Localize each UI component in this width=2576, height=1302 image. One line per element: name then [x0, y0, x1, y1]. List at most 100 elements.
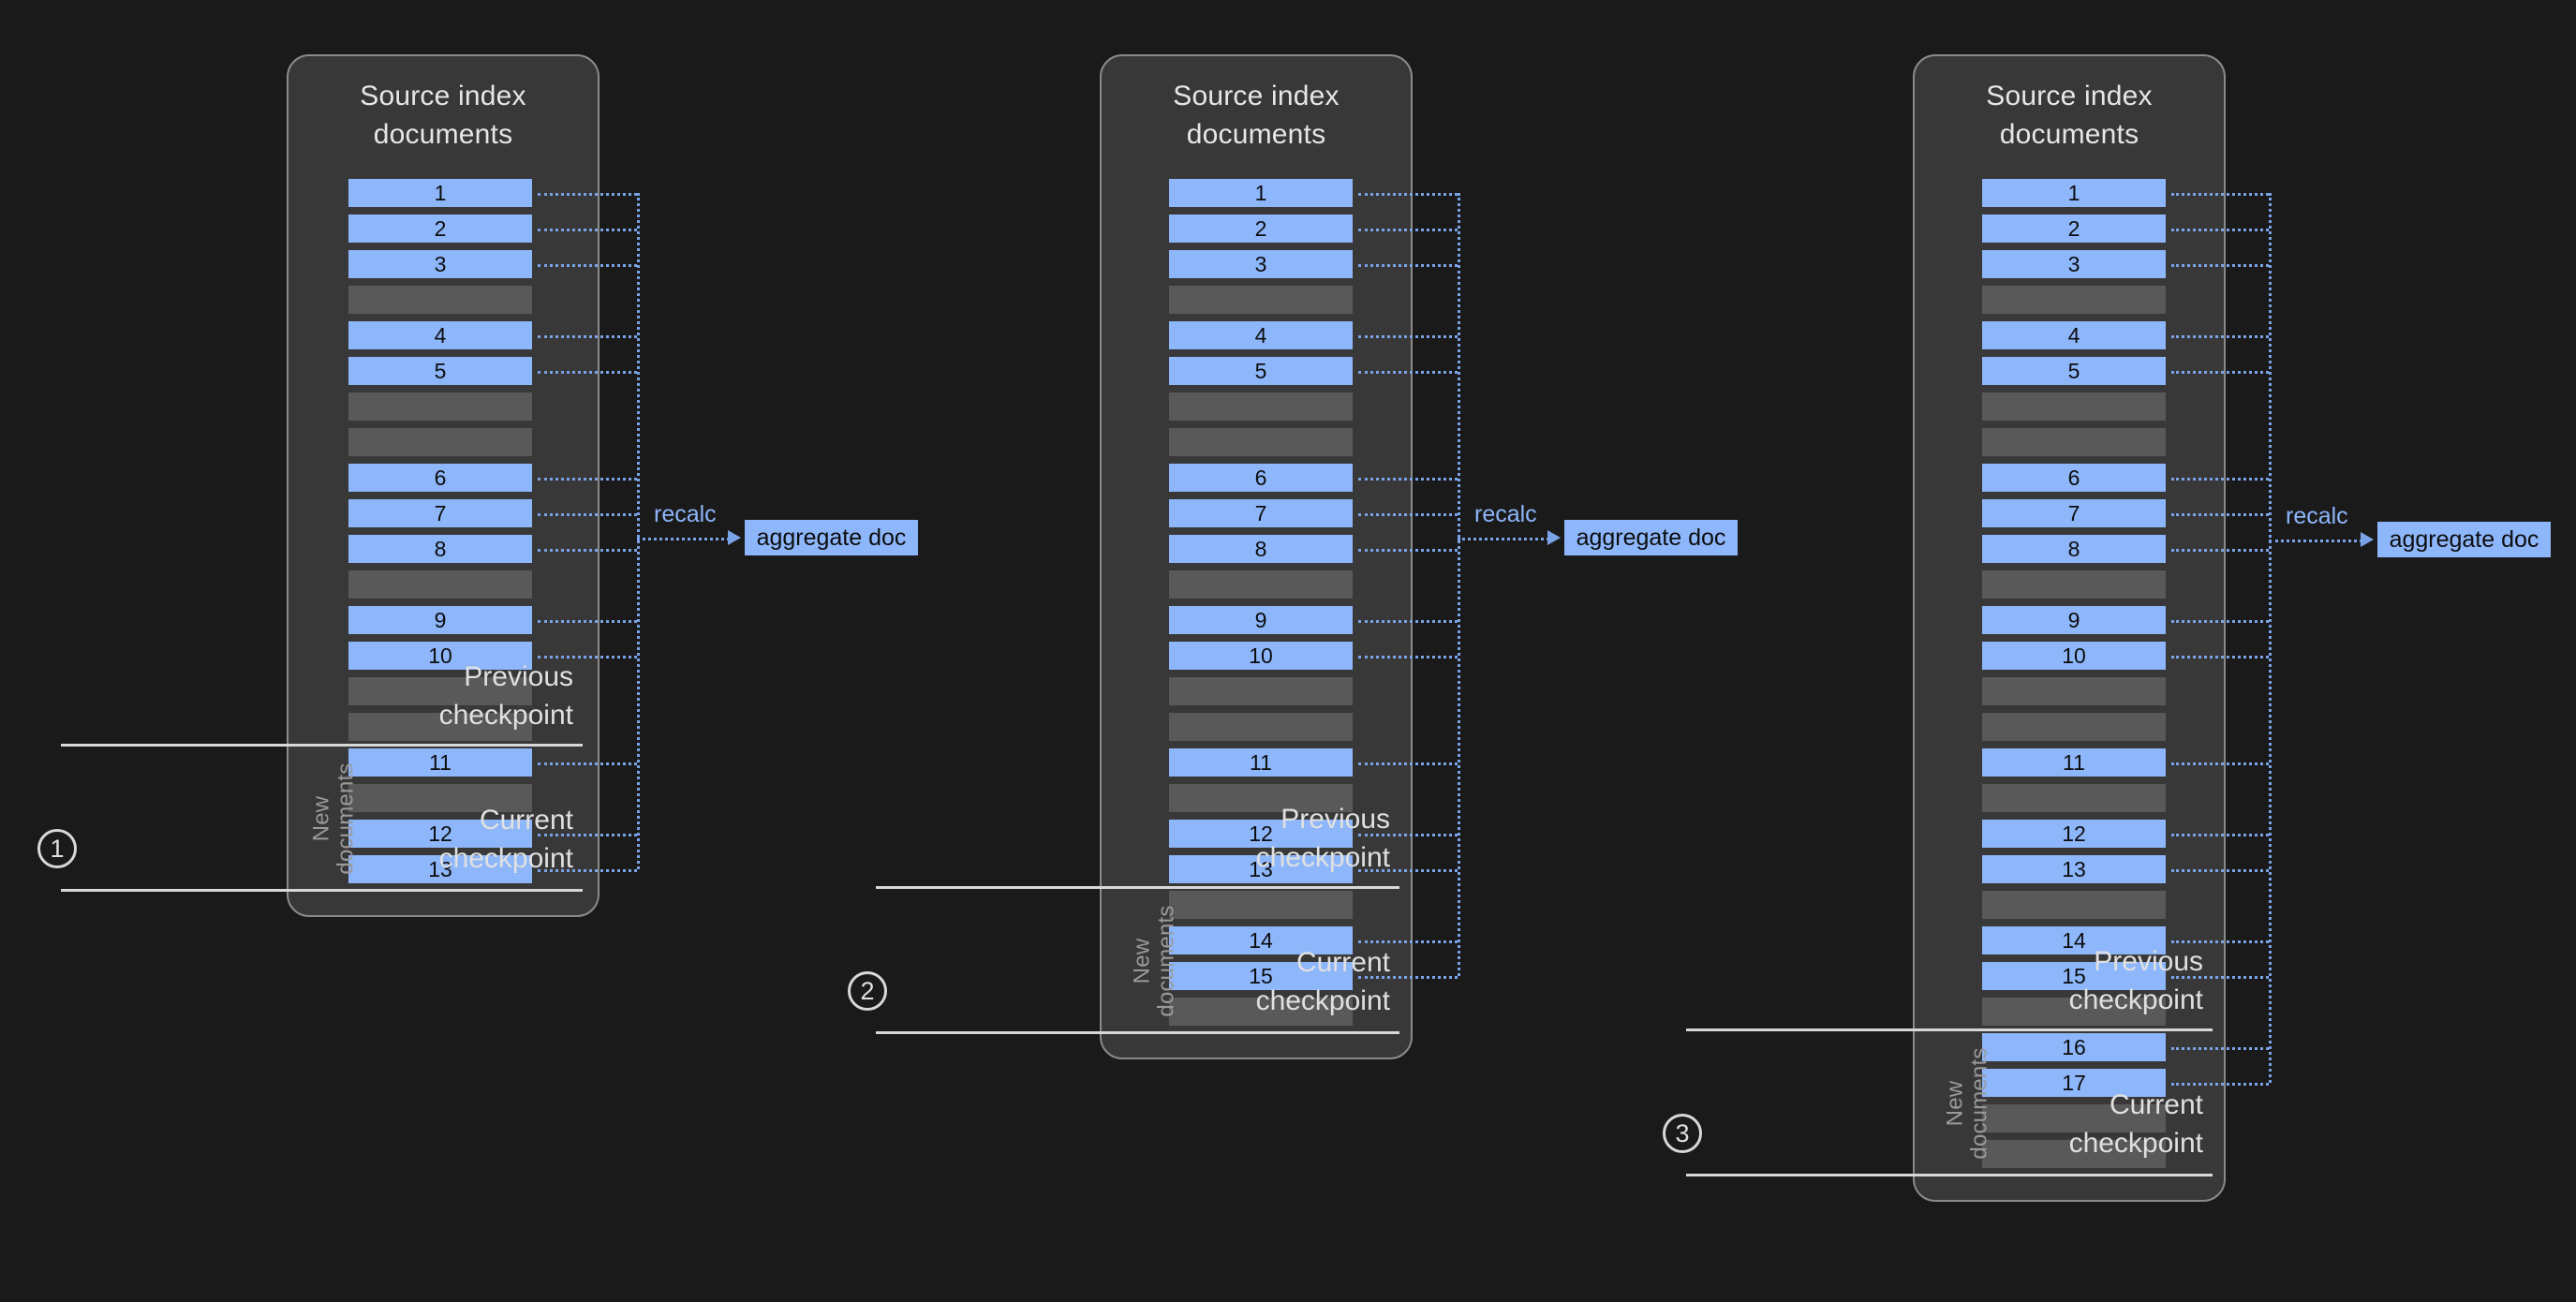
previous-checkpoint-label: Previous checkpoint	[1255, 804, 1390, 873]
empty-row	[1169, 428, 1353, 456]
empty-row	[348, 784, 532, 812]
previous-checkpoint-line	[1686, 1028, 2213, 1031]
current-checkpoint-line	[61, 889, 583, 892]
document-row: 16	[1982, 1033, 2166, 1061]
new-documents-label: New documents	[308, 762, 358, 875]
row-connector	[538, 371, 637, 374]
document-row: 4	[348, 321, 532, 349]
document-row: 7	[348, 499, 532, 527]
row-connector	[2171, 513, 2269, 516]
empty-row	[1169, 784, 1353, 812]
document-row: 17	[1982, 1069, 2166, 1097]
document-row: 8	[348, 535, 532, 563]
document-row: 1	[348, 179, 532, 207]
empty-row	[1982, 392, 2166, 421]
aggregate-doc-box: aggregate doc	[745, 520, 918, 555]
empty-row	[1169, 998, 1353, 1026]
row-connector	[1358, 371, 1458, 374]
empty-row	[348, 677, 532, 705]
empty-row	[1982, 570, 2166, 599]
new-documents-label: New documents	[1129, 904, 1178, 1017]
document-row: 13	[1982, 855, 2166, 883]
recalc-arrow-shaft	[2269, 540, 2362, 542]
document-row: 2	[348, 215, 532, 243]
row-connector	[2171, 1083, 2269, 1086]
empty-row	[1982, 1140, 2166, 1168]
document-row: 11	[1169, 748, 1353, 777]
current-checkpoint-label: Current checkpoint	[438, 805, 573, 874]
document-row: 3	[1169, 250, 1353, 278]
recalc-label: recalc	[2286, 503, 2348, 529]
row-connector	[1358, 335, 1458, 338]
document-row: 5	[348, 357, 532, 385]
row-connector	[2171, 335, 2269, 338]
empty-row	[1982, 998, 2166, 1026]
row-connector	[538, 264, 637, 267]
row-connector	[2171, 1047, 2269, 1050]
document-row: 13	[1169, 855, 1353, 883]
document-row: 6	[348, 464, 532, 492]
document-row: 6	[1982, 464, 2166, 492]
row-connector	[1358, 264, 1458, 267]
document-row: 9	[1169, 606, 1353, 634]
empty-row	[348, 286, 532, 314]
row-connector	[538, 549, 637, 552]
row-connector	[1358, 193, 1458, 196]
document-row: 1	[1982, 179, 2166, 207]
document-row: 9	[1982, 606, 2166, 634]
row-connector	[2171, 869, 2269, 872]
previous-checkpoint-label: Previous checkpoint	[438, 661, 573, 731]
document-row: 6	[1169, 464, 1353, 492]
document-row: 11	[1982, 748, 2166, 777]
row-connector	[1358, 549, 1458, 552]
empty-row	[1982, 713, 2166, 741]
row-connector	[2171, 620, 2269, 623]
empty-row	[348, 570, 532, 599]
document-row: 12	[348, 820, 532, 848]
row-connector	[2171, 229, 2269, 231]
empty-row	[1169, 392, 1353, 421]
document-row: 10	[348, 642, 532, 670]
connector-bus	[1458, 193, 1460, 976]
empty-row	[348, 428, 532, 456]
document-row: 8	[1169, 535, 1353, 563]
document-row: 12	[1169, 820, 1353, 848]
previous-checkpoint-line	[876, 886, 1399, 889]
document-row: 15	[1169, 962, 1353, 990]
empty-row	[348, 713, 532, 741]
current-checkpoint-label: Current checkpoint	[2068, 1089, 2203, 1159]
row-connector	[2171, 193, 2269, 196]
row-connector	[2171, 976, 2269, 979]
recalc-label: recalc	[1474, 501, 1537, 527]
empty-row	[1169, 891, 1353, 919]
row-connector	[1358, 976, 1458, 979]
recalc-arrow-shaft	[637, 538, 730, 540]
document-row: 14	[1169, 926, 1353, 954]
aggregate-doc-box: aggregate doc	[2377, 522, 2551, 557]
document-row: 5	[1982, 357, 2166, 385]
row-connector	[2171, 264, 2269, 267]
step-badge-1: 1	[37, 829, 77, 868]
document-row: 7	[1982, 499, 2166, 527]
document-row: 8	[1982, 535, 2166, 563]
row-connector	[538, 229, 637, 231]
row-connector	[1358, 656, 1458, 658]
empty-row	[1169, 713, 1353, 741]
document-row: 13	[348, 855, 532, 883]
empty-row	[1982, 1104, 2166, 1132]
empty-row	[1982, 677, 2166, 705]
empty-row	[1169, 286, 1353, 314]
document-row: 2	[1169, 215, 1353, 243]
row-connector	[538, 762, 637, 765]
previous-checkpoint-label: Previous checkpoint	[2068, 946, 2203, 1015]
row-connector	[538, 513, 637, 516]
step-badge-2: 2	[848, 971, 887, 1011]
recalc-arrow-head	[2361, 532, 2374, 547]
row-connector	[538, 620, 637, 623]
connector-bus	[637, 193, 640, 869]
row-connector	[2171, 762, 2269, 765]
document-row: 4	[1982, 321, 2166, 349]
panel-3-title: Source index documents	[1986, 81, 2153, 150]
row-connector	[1358, 229, 1458, 231]
row-connector	[2171, 656, 2269, 658]
